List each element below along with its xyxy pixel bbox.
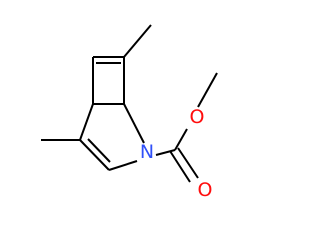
bond-carbonyl-double-inner	[177, 147, 199, 179]
bond-nitrogen-fusion	[123, 103, 145, 144]
bond-group	[41, 24, 218, 183]
bond-ether-oxygen-methyl	[197, 72, 218, 108]
carbonyl-oxygen-atom-label: O	[198, 179, 213, 201]
bond-carbonyl-ether-oxygen	[174, 128, 188, 151]
bond-fusion-to-c3	[79, 103, 94, 141]
chemical-structure: N O O	[41, 24, 218, 201]
bond-c3-c2-double	[79, 139, 110, 171]
bond-c3-c2-double-inner	[87, 138, 111, 163]
bond-carbonyl-double	[169, 150, 191, 183]
ether-oxygen-atom-label: O	[190, 106, 205, 128]
bond-nitrogen-carbonyl	[155, 149, 176, 156]
atom-label-group: N O O	[140, 106, 213, 201]
bond-c2-nitrogen	[108, 160, 138, 171]
nitrogen-atom-label: N	[140, 141, 154, 163]
bond-methyl-top	[123, 24, 152, 58]
